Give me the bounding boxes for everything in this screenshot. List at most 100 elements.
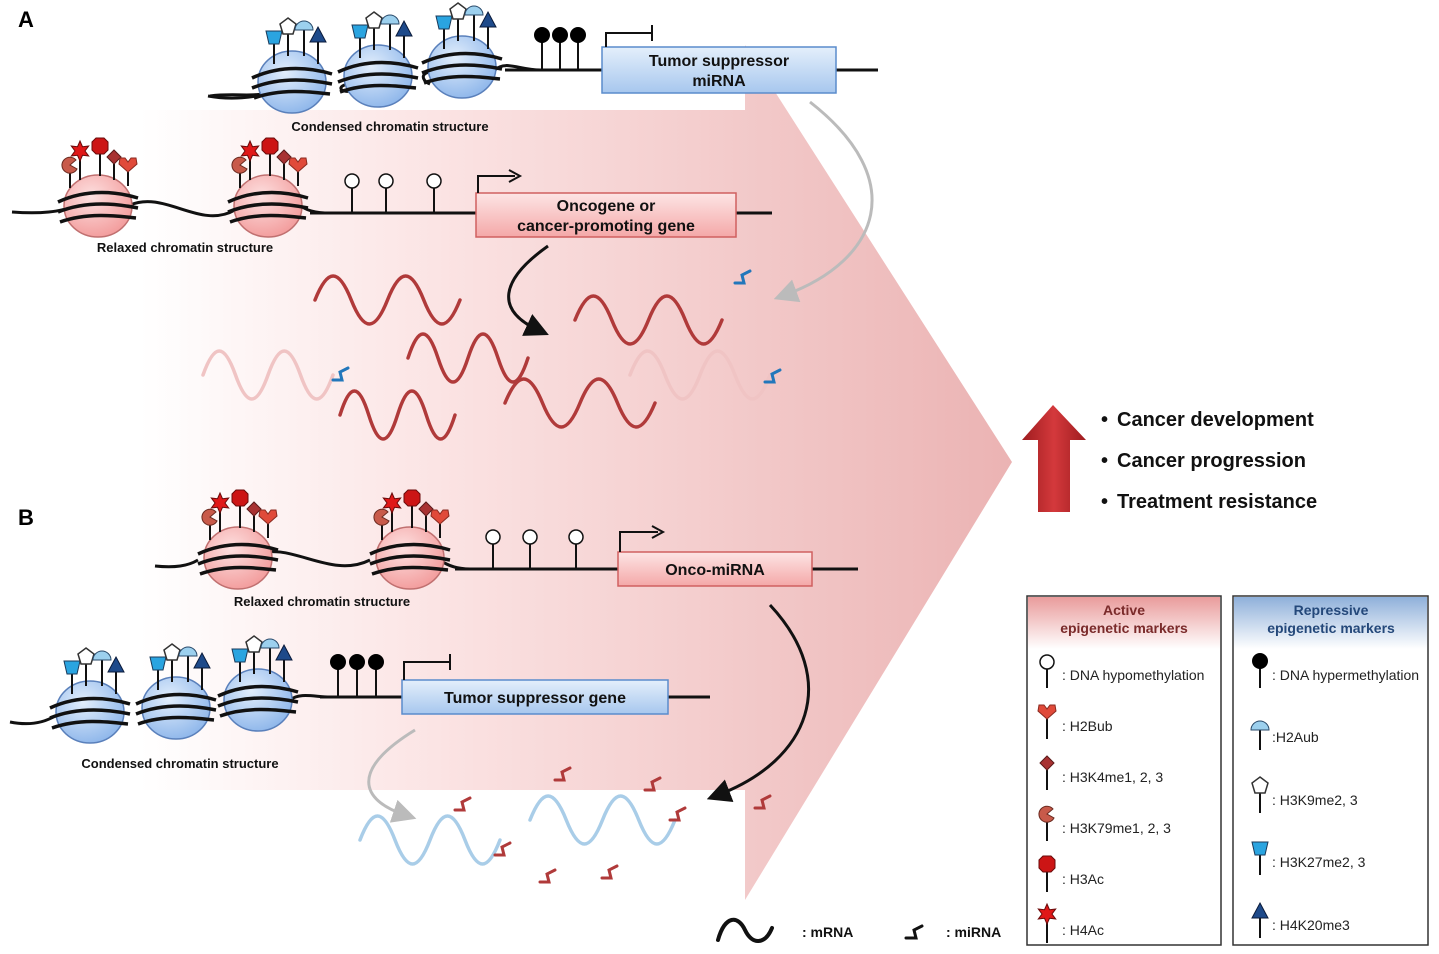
h2bub-marker bbox=[430, 509, 450, 525]
h3k27me-marker bbox=[435, 15, 453, 30]
h3k9me-marker bbox=[1251, 776, 1269, 794]
dna-linker bbox=[9, 714, 56, 726]
legend-active: Active epigenetic markers : DNA hypometh… bbox=[1026, 595, 1222, 946]
legend-active-item: : H3Ac bbox=[1062, 871, 1104, 887]
dna-wrap bbox=[227, 202, 309, 214]
h3k27me-marker bbox=[1251, 841, 1269, 856]
dna-linker bbox=[129, 200, 236, 218]
hypomethylation-marker bbox=[485, 529, 501, 545]
mirna bbox=[493, 841, 512, 857]
dna-wrap bbox=[49, 696, 131, 710]
h2bub-marker bbox=[288, 157, 308, 173]
panel-b-condensed-label: Condensed chromatin structure bbox=[81, 756, 278, 771]
panel-b-oncomirna-gene: Onco-miRNA bbox=[455, 525, 858, 587]
h2aub-marker bbox=[260, 638, 280, 649]
panel-a-mrna-transcripts bbox=[201, 269, 782, 441]
h3k4me-marker bbox=[418, 501, 434, 517]
hypermethylation-marker bbox=[1252, 653, 1268, 669]
mirna-key-icon bbox=[904, 924, 924, 940]
h3k27me-marker bbox=[149, 656, 167, 671]
mrna-transcript bbox=[201, 349, 335, 401]
h3k4me-marker bbox=[106, 149, 122, 165]
repressed-promoter-symbol bbox=[605, 25, 653, 47]
dna-wrap bbox=[57, 202, 139, 214]
panel-a-condensed-label: Condensed chromatin structure bbox=[291, 119, 488, 134]
h3ac-marker bbox=[91, 137, 109, 155]
panel-b-label: B bbox=[18, 505, 34, 530]
outcome-item: Treatment resistance bbox=[1117, 491, 1317, 513]
h3k79me-marker bbox=[61, 156, 78, 174]
oncogene-line2: cancer-promoting gene bbox=[517, 218, 695, 235]
dna-wrap bbox=[217, 684, 299, 698]
mrna-transcript bbox=[338, 389, 457, 441]
h3k27me-marker bbox=[351, 24, 369, 39]
legend-repressive-item: : H4K20me3 bbox=[1272, 917, 1350, 933]
dna-wrap bbox=[49, 708, 131, 720]
panel-a-relaxed-chromatin bbox=[11, 137, 442, 238]
mrna-transcript bbox=[528, 794, 677, 846]
h2bub-marker bbox=[258, 509, 278, 525]
panel-b-relaxed-chromatin bbox=[154, 489, 584, 590]
h4k20me3-marker bbox=[107, 655, 125, 673]
h3k79me-marker bbox=[373, 508, 390, 526]
h4k20me3-marker bbox=[275, 643, 293, 661]
h3ac-marker bbox=[231, 489, 249, 507]
dna-wrap bbox=[135, 704, 217, 716]
dna-wrap bbox=[369, 554, 451, 566]
legend-active-title: epigenetic markers bbox=[1060, 620, 1188, 636]
panel-b-condensed-chromatin bbox=[9, 635, 384, 744]
mirna-expression-arrow bbox=[773, 100, 874, 303]
h3k9me-marker bbox=[449, 2, 467, 20]
dna-wrap bbox=[229, 213, 307, 224]
dna-wrap bbox=[197, 554, 279, 566]
dna-wrap bbox=[197, 542, 279, 556]
h3k27me-marker bbox=[231, 648, 249, 663]
panel-a-oncogene: Oncogene or cancer-promoting gene bbox=[310, 169, 772, 238]
h2aub-marker bbox=[92, 650, 112, 661]
outcome-list: • Cancer development • Cancer progressio… bbox=[1101, 409, 1317, 513]
h4ac-marker bbox=[240, 139, 260, 163]
panel-a-relaxed-label: Relaxed chromatin structure bbox=[97, 240, 273, 255]
mrna-key-label: : mRNA bbox=[802, 924, 853, 940]
legend-repressive-header bbox=[1234, 597, 1427, 649]
h3ac-marker bbox=[403, 489, 421, 507]
h4k20me3-marker bbox=[479, 10, 497, 28]
dna-wrap bbox=[337, 60, 419, 74]
dna-wrap bbox=[421, 63, 503, 75]
mirna-key-label: : miRNA bbox=[946, 924, 1001, 940]
dna-wrap bbox=[227, 190, 309, 204]
dna-wrap bbox=[135, 692, 217, 706]
key: : mRNA : miRNA bbox=[716, 917, 1001, 943]
mirna bbox=[643, 776, 662, 792]
legend-repressive-item: : H3K9me2, 3 bbox=[1272, 792, 1358, 808]
mrna-transcript bbox=[358, 814, 502, 866]
hypermethylation-marker bbox=[349, 654, 365, 670]
mirna bbox=[538, 868, 557, 884]
h2bub-marker bbox=[1037, 704, 1057, 720]
hypermethylation-marker bbox=[534, 27, 550, 43]
dna-wrap bbox=[337, 72, 419, 84]
h2aub-marker bbox=[464, 5, 484, 16]
dna-wrap bbox=[51, 719, 129, 730]
h3ac-marker bbox=[1038, 855, 1056, 873]
h4ac-marker bbox=[382, 491, 402, 515]
mirna bbox=[453, 796, 472, 812]
legend-repressive: Repressive epigenetic markers : DNA hype… bbox=[1232, 595, 1429, 946]
dna-wrap bbox=[217, 696, 299, 708]
h4ac-marker bbox=[1037, 902, 1057, 926]
hypomethylation-marker bbox=[568, 529, 584, 545]
dna-wrap bbox=[251, 78, 333, 90]
mirna bbox=[600, 864, 619, 880]
dna-wrap bbox=[59, 213, 137, 224]
oncomirna-expression-arrow bbox=[706, 603, 810, 802]
mrna-transcript bbox=[313, 274, 462, 326]
h4ac-marker bbox=[210, 491, 230, 515]
mirna bbox=[763, 368, 782, 384]
tumor-suppressor-mirna-line2: miRNA bbox=[692, 73, 746, 90]
dna-wrap bbox=[219, 707, 297, 718]
legend-repressive-item: :H2Aub bbox=[1272, 729, 1319, 745]
oncogene-expression-arrow bbox=[507, 244, 549, 336]
legend-repressive-item: : DNA hypermethylation bbox=[1272, 667, 1419, 683]
active-promoter-arrow bbox=[477, 175, 515, 193]
